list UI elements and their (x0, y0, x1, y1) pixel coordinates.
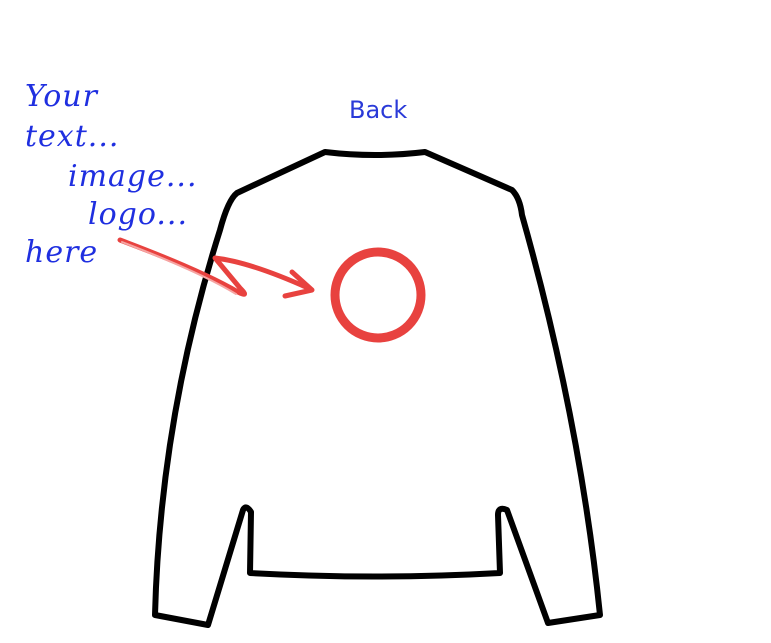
callout-line: logo... (88, 197, 189, 232)
arrow-icon (117, 237, 315, 299)
callout-line: image... (68, 159, 198, 194)
callout-line: here (25, 235, 99, 270)
sweater-outline-icon (152, 149, 603, 628)
callout-line: text... (25, 119, 120, 154)
placement-circle-icon (330, 247, 426, 343)
view-label: Back (349, 96, 408, 124)
callout-line: Your (25, 79, 98, 114)
